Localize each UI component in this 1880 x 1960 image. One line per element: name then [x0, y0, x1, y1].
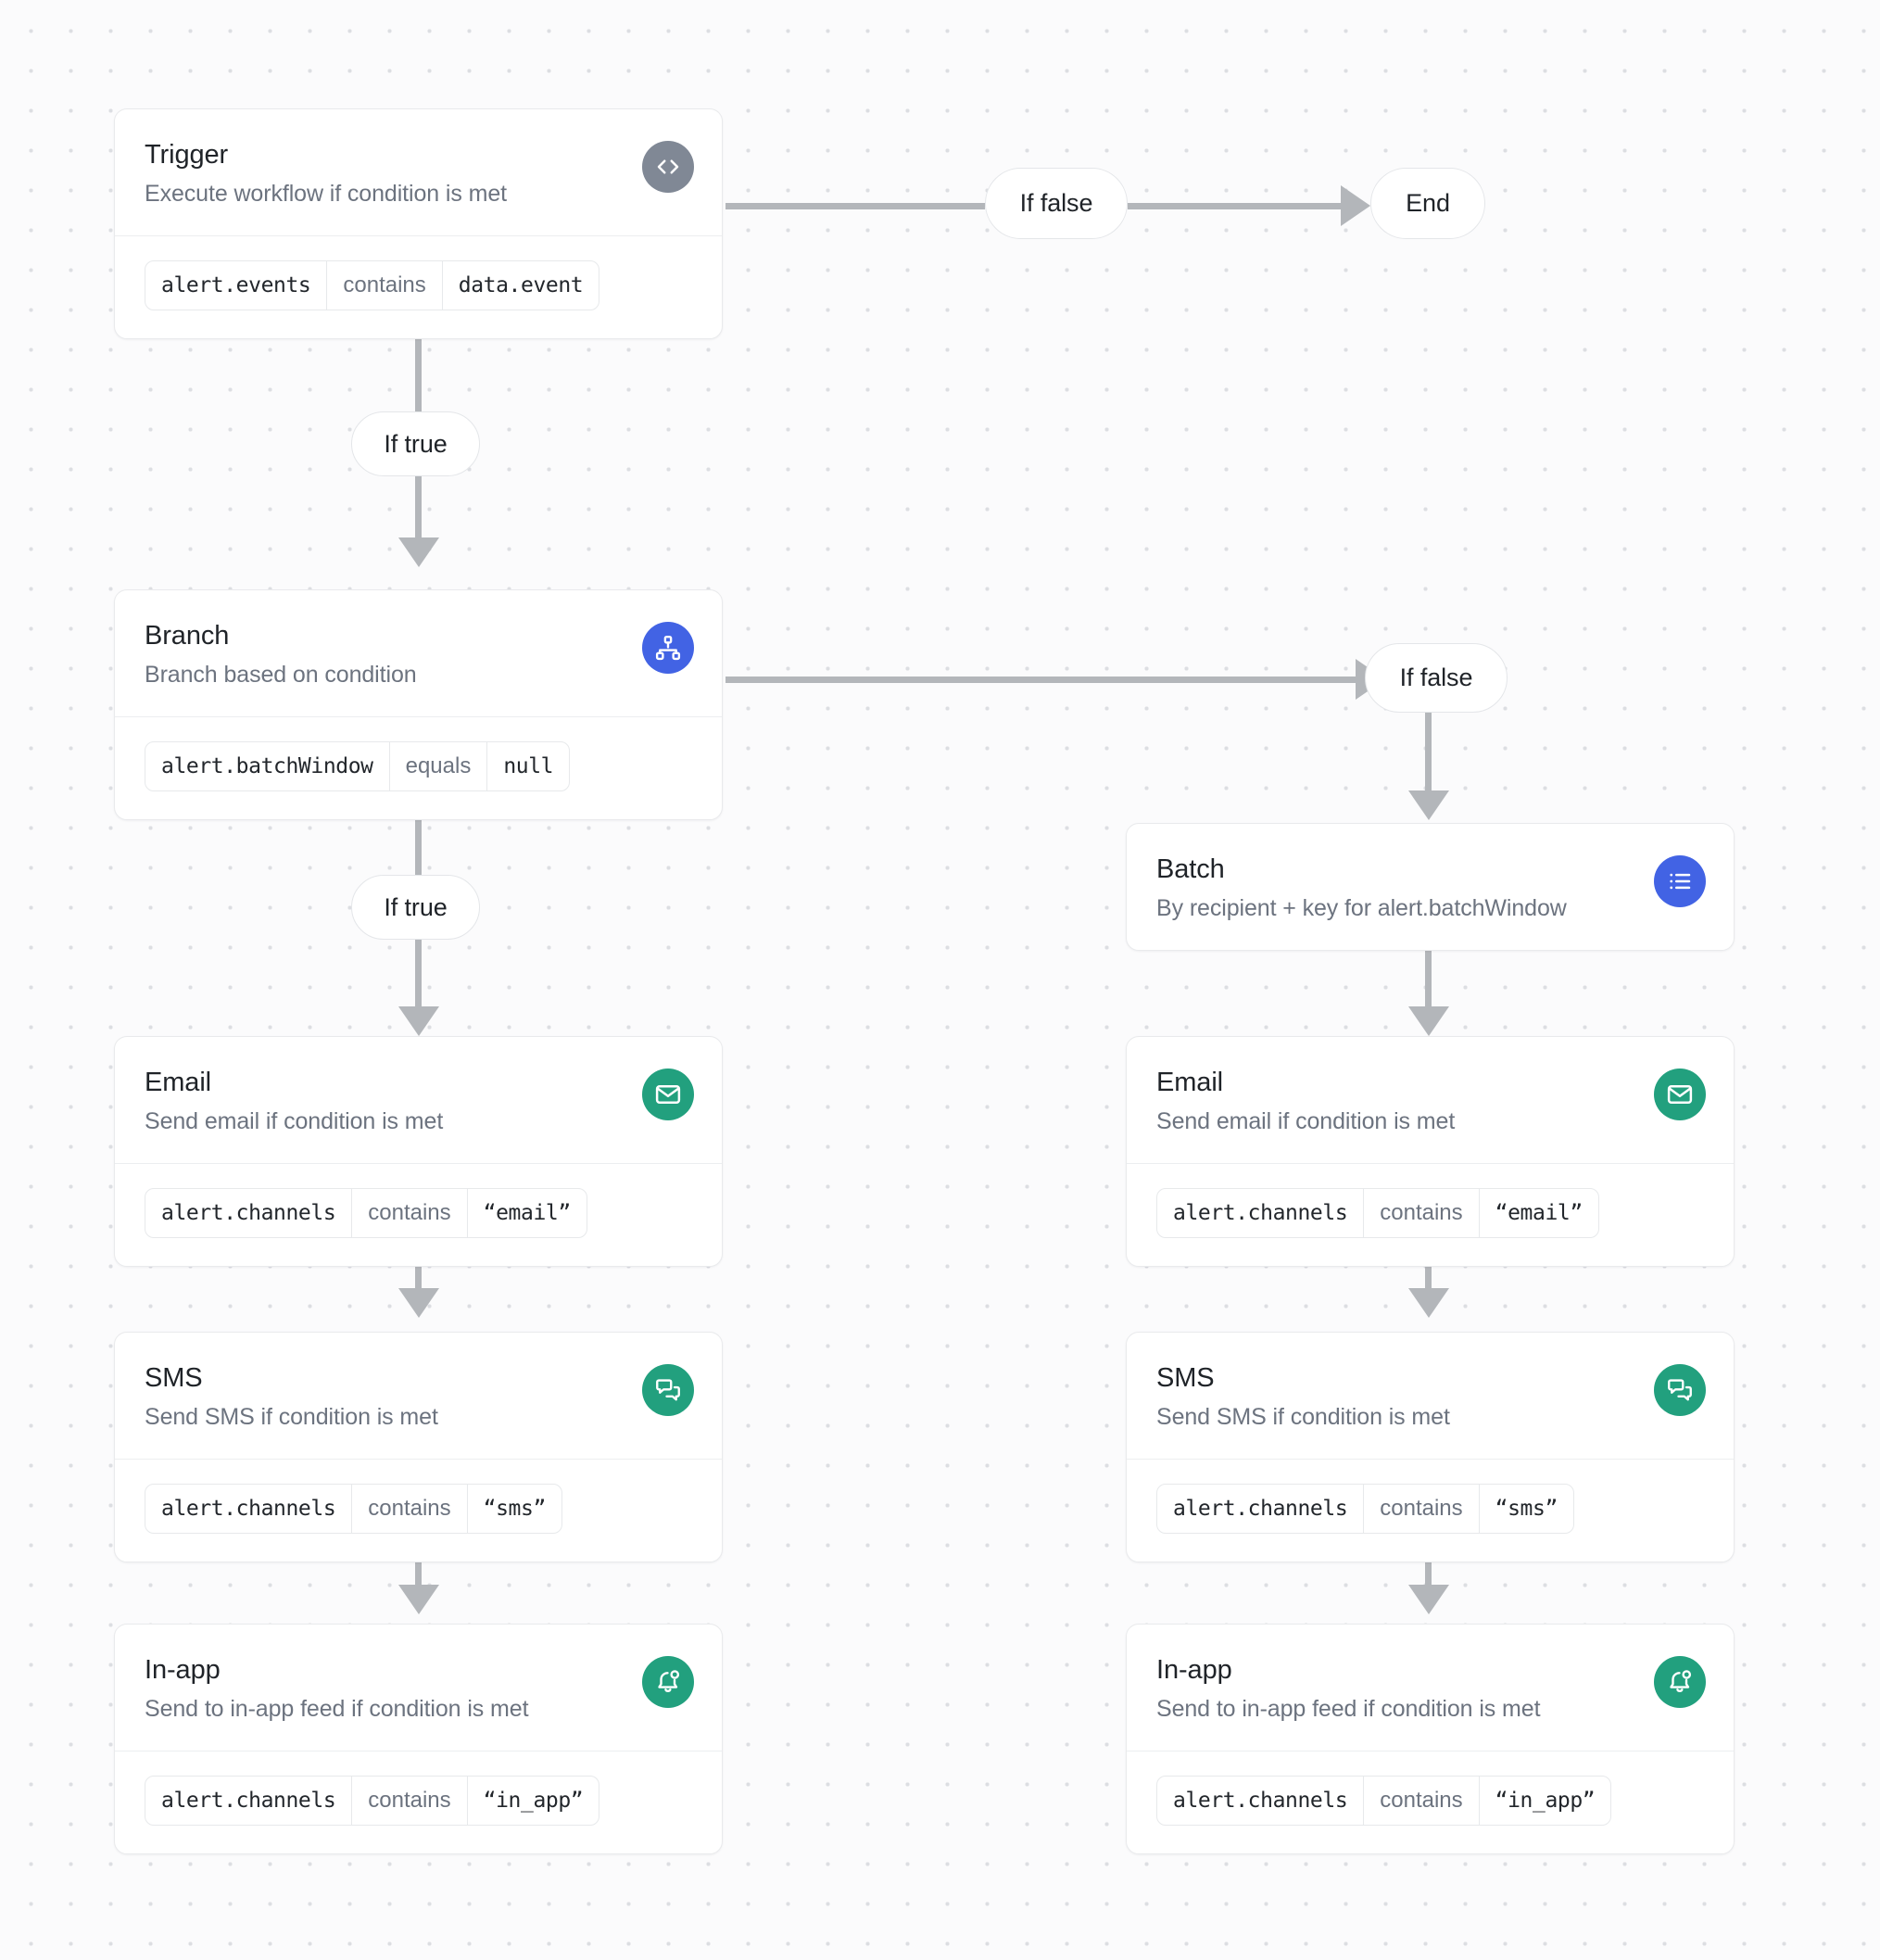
inapp-left-condition[interactable]: alert.channels contains “in_app”	[145, 1776, 600, 1826]
condition-operator: contains	[351, 1189, 468, 1237]
inapp-right-header: In-app Send to in-app feed if condition …	[1127, 1625, 1734, 1751]
node-trigger[interactable]: Trigger Execute workflow if condition is…	[114, 108, 723, 339]
inapp-right-title: In-app	[1156, 1655, 1232, 1685]
condition-field: alert.channels	[161, 1200, 336, 1225]
email-right-header: Email Send email if condition is met	[1127, 1037, 1734, 1163]
email-left-header: Email Send email if condition is met	[115, 1037, 722, 1163]
sms-left-header: SMS Send SMS if condition is met	[115, 1333, 722, 1459]
email-right-title: Email	[1156, 1068, 1224, 1097]
branch-header: Branch Branch based on condition	[115, 590, 722, 716]
condition-value: null	[503, 753, 554, 778]
inapp-right-subtitle: Send to in-app feed if condition is met	[1156, 1696, 1541, 1722]
sms-left-title: SMS	[145, 1363, 203, 1393]
node-branch[interactable]: Branch Branch based on condition alert.b…	[114, 589, 723, 820]
condition-operator: contains	[351, 1777, 468, 1825]
sms-right-condition[interactable]: alert.channels contains “sms”	[1156, 1484, 1574, 1534]
branch-body: alert.batchWindow equals null	[115, 716, 722, 819]
code-icon	[642, 141, 694, 193]
email-right-body: alert.channels contains “email”	[1127, 1163, 1734, 1266]
inapp-left-title: In-app	[145, 1655, 221, 1685]
node-sms-left[interactable]: SMS Send SMS if condition is met alert.c…	[114, 1332, 723, 1562]
email-right-condition[interactable]: alert.channels contains “email”	[1156, 1188, 1599, 1238]
batch-header: Batch By recipient + key for alert.batch…	[1127, 824, 1734, 950]
condition-field: alert.channels	[161, 1496, 336, 1521]
trigger-condition[interactable]: alert.events contains data.event	[145, 260, 600, 310]
node-inapp-right[interactable]: In-app Send to in-app feed if condition …	[1126, 1624, 1735, 1854]
node-email-left[interactable]: Email Send email if condition is met ale…	[114, 1036, 723, 1267]
condition-value: “in_app”	[1495, 1788, 1596, 1813]
sms-right-body: alert.channels contains “sms”	[1127, 1459, 1734, 1562]
inapp-right-body: alert.channels contains “in_app”	[1127, 1751, 1734, 1853]
bell-notification-icon	[1654, 1656, 1706, 1708]
pill-branch-if-true[interactable]: If true	[351, 875, 480, 940]
trigger-title: Trigger	[145, 140, 229, 170]
branch-title: Branch	[145, 621, 230, 651]
condition-value: “email”	[1495, 1200, 1583, 1225]
email-left-condition[interactable]: alert.channels contains “email”	[145, 1188, 587, 1238]
condition-operator: contains	[351, 1485, 468, 1533]
email-left-title: Email	[145, 1068, 212, 1097]
inapp-right-condition[interactable]: alert.channels contains “in_app”	[1156, 1776, 1612, 1826]
node-inapp-left[interactable]: In-app Send to in-app feed if condition …	[114, 1624, 723, 1854]
inapp-left-subtitle: Send to in-app feed if condition is met	[145, 1696, 529, 1722]
sms-left-subtitle: Send SMS if condition is met	[145, 1404, 438, 1430]
condition-value: data.event	[458, 272, 584, 297]
condition-operator: contains	[1363, 1777, 1480, 1825]
condition-value: “in_app”	[483, 1788, 584, 1813]
condition-operator: contains	[1363, 1485, 1480, 1533]
pill-end[interactable]: End	[1370, 168, 1485, 239]
trigger-body: alert.events contains data.event	[115, 235, 722, 338]
sms-right-title: SMS	[1156, 1363, 1215, 1393]
condition-field: alert.batchWindow	[161, 753, 373, 778]
branch-subtitle: Branch based on condition	[145, 662, 417, 688]
condition-field: alert.channels	[161, 1788, 336, 1813]
condition-field: alert.channels	[1173, 1788, 1348, 1813]
condition-operator: equals	[388, 742, 488, 790]
condition-operator: contains	[326, 261, 443, 310]
list-icon	[1654, 855, 1706, 907]
sms-right-subtitle: Send SMS if condition is met	[1156, 1404, 1450, 1430]
condition-value: “email”	[483, 1200, 572, 1225]
condition-operator: contains	[1363, 1189, 1480, 1237]
trigger-subtitle: Execute workflow if condition is met	[145, 181, 508, 207]
pill-trigger-if-false[interactable]: If false	[985, 168, 1128, 239]
node-sms-right[interactable]: SMS Send SMS if condition is met alert.c…	[1126, 1332, 1735, 1562]
condition-field: alert.events	[161, 272, 311, 297]
pill-trigger-if-true[interactable]: If true	[351, 411, 480, 476]
sitemap-icon	[642, 622, 694, 674]
chat-bubbles-icon	[642, 1364, 694, 1416]
chat-bubbles-icon	[1654, 1364, 1706, 1416]
trigger-header: Trigger Execute workflow if condition is…	[115, 109, 722, 235]
condition-value: “sms”	[1495, 1496, 1558, 1521]
branch-condition[interactable]: alert.batchWindow equals null	[145, 741, 571, 791]
pill-branch-if-false[interactable]: If false	[1365, 643, 1508, 713]
sms-left-condition[interactable]: alert.channels contains “sms”	[145, 1484, 562, 1534]
sms-left-body: alert.channels contains “sms”	[115, 1459, 722, 1562]
batch-subtitle: By recipient + key for alert.batchWindow	[1156, 895, 1567, 921]
email-left-body: alert.channels contains “email”	[115, 1163, 722, 1266]
node-batch[interactable]: Batch By recipient + key for alert.batch…	[1126, 823, 1735, 951]
bell-notification-icon	[642, 1656, 694, 1708]
condition-field: alert.channels	[1173, 1200, 1348, 1225]
inapp-left-body: alert.channels contains “in_app”	[115, 1751, 722, 1853]
sms-right-header: SMS Send SMS if condition is met	[1127, 1333, 1734, 1459]
batch-title: Batch	[1156, 854, 1225, 884]
condition-value: “sms”	[483, 1496, 547, 1521]
envelope-icon	[642, 1069, 694, 1120]
node-email-right[interactable]: Email Send email if condition is met ale…	[1126, 1036, 1735, 1267]
inapp-left-header: In-app Send to in-app feed if condition …	[115, 1625, 722, 1751]
condition-field: alert.channels	[1173, 1496, 1348, 1521]
email-left-subtitle: Send email if condition is met	[145, 1108, 444, 1134]
envelope-icon	[1654, 1069, 1706, 1120]
email-right-subtitle: Send email if condition is met	[1156, 1108, 1456, 1134]
